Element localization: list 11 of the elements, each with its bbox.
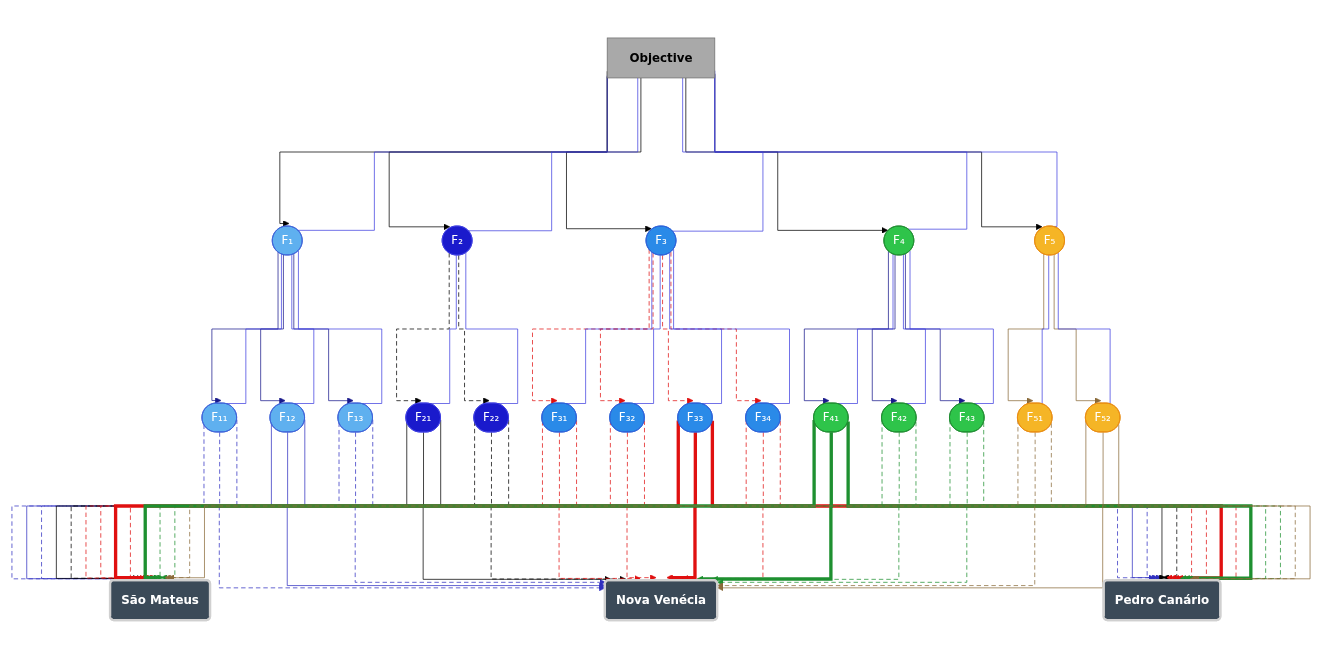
connector xyxy=(1057,252,1111,404)
connector xyxy=(673,248,790,404)
connector xyxy=(672,77,764,231)
connector xyxy=(298,250,383,404)
connector xyxy=(465,252,519,404)
connector xyxy=(291,253,315,404)
connector xyxy=(903,253,926,404)
arrow xyxy=(846,420,1253,581)
connector xyxy=(909,250,994,404)
node-box: Objective xyxy=(606,37,716,78)
connector xyxy=(669,252,722,404)
